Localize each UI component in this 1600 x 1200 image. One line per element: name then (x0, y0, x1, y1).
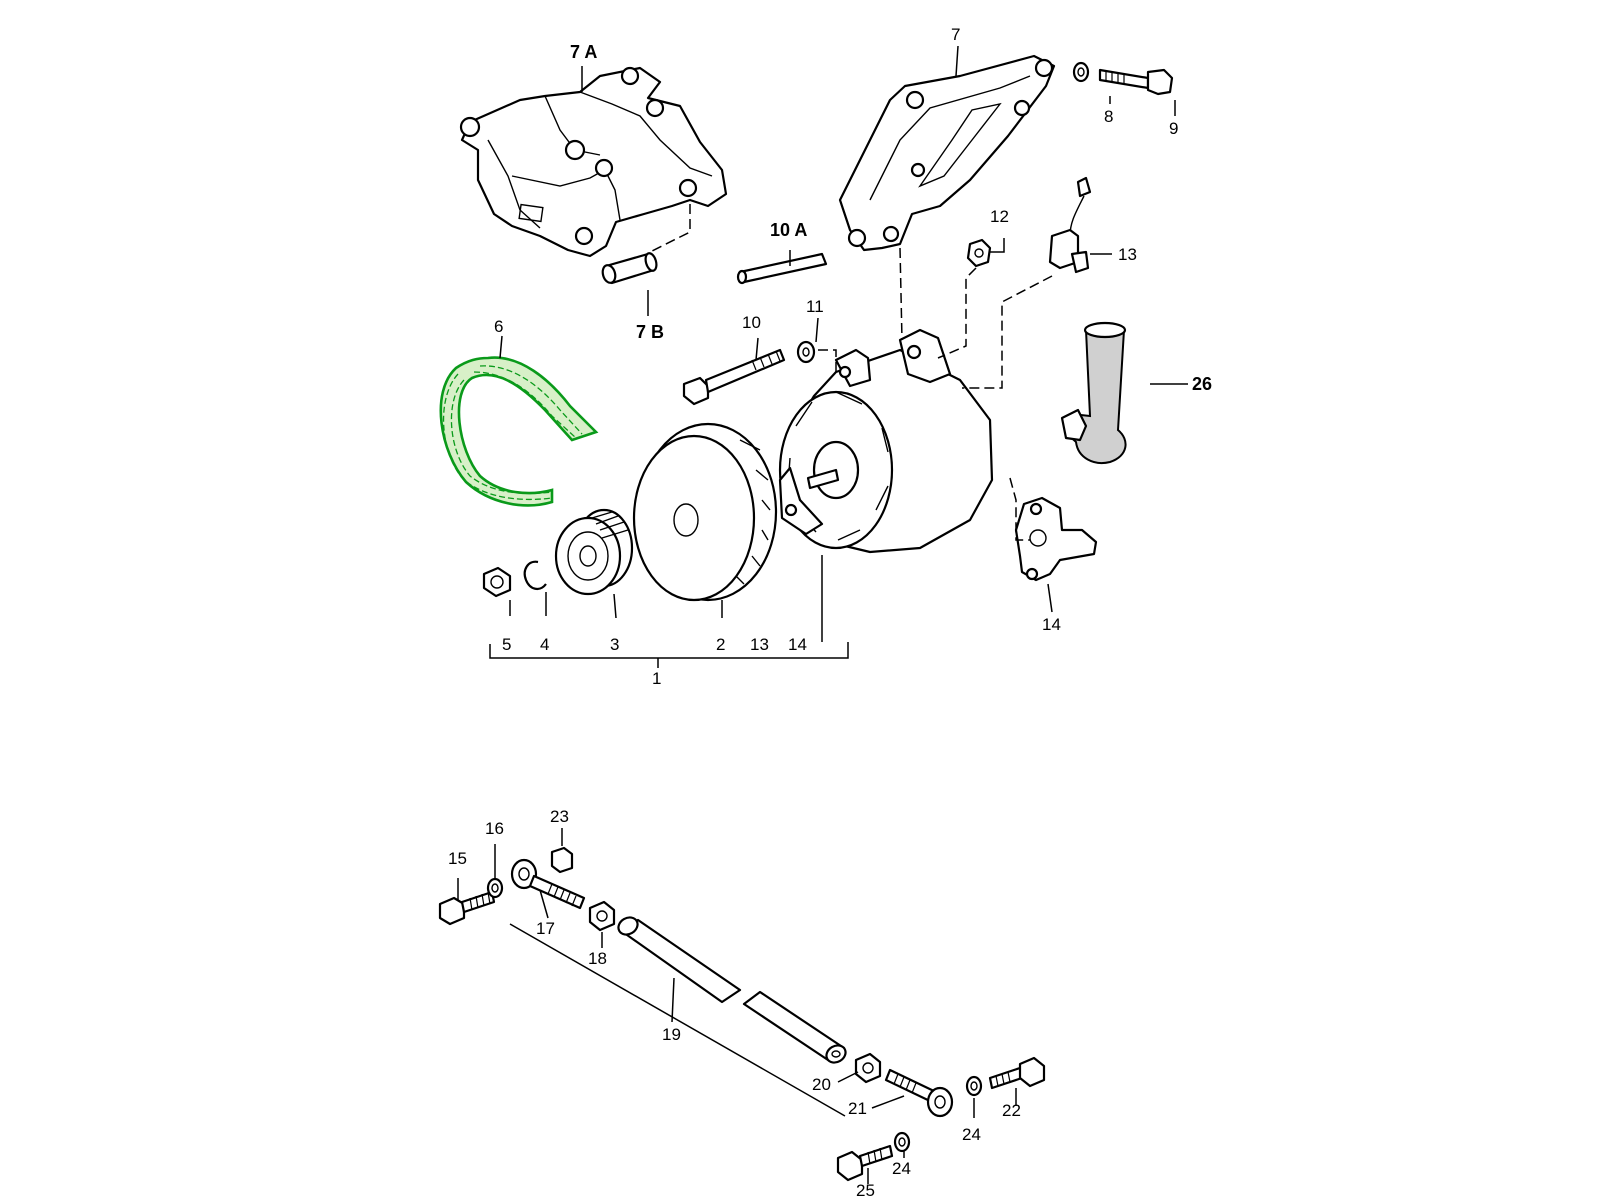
callout-labels: 7 A 7 8 9 10 A 12 13 7 B 6 10 11 26 5 4 … (448, 25, 1212, 1200)
callout-10: 10 (742, 313, 761, 332)
callout-7a: 7 A (570, 42, 597, 62)
part-25-bolt[interactable] (836, 1144, 894, 1182)
part-10a-pin[interactable] (736, 252, 828, 285)
callout-13-top: 13 (1118, 245, 1137, 264)
part-15-bolt[interactable] (438, 890, 496, 926)
part-10-bolt[interactable] (682, 348, 786, 406)
part-11-washer[interactable] (796, 340, 816, 364)
callout-5: 5 (502, 635, 511, 654)
callout-8: 8 (1104, 107, 1113, 126)
callout-26: 26 (1192, 374, 1212, 394)
part-12-nut[interactable] (966, 238, 992, 268)
callout-2: 2 (716, 635, 725, 654)
part-7b-bushing[interactable] (601, 252, 659, 285)
callout-3: 3 (610, 635, 619, 654)
part-26-protective-sleeve[interactable] (1060, 321, 1127, 464)
callout-11: 11 (806, 297, 824, 316)
part-17-eye-bolt[interactable] (510, 858, 586, 910)
part-7-tension-bracket[interactable] (838, 54, 1056, 252)
part-9-bolt[interactable] (1098, 68, 1174, 96)
part-22-bolt[interactable] (988, 1056, 1046, 1090)
part-2-fan[interactable] (632, 422, 778, 602)
callout-6: 6 (494, 317, 503, 336)
callout-4: 4 (540, 635, 549, 654)
part-18-nut[interactable] (588, 900, 616, 932)
part-19-tube[interactable] (615, 914, 848, 1066)
part-8-washer[interactable] (1072, 61, 1090, 83)
leader-lines (457, 45, 1188, 1184)
part-3-belt-pulley[interactable] (554, 508, 634, 596)
part-20-nut[interactable] (854, 1052, 882, 1084)
part-21-eye-bolt[interactable] (884, 1068, 954, 1118)
part-13-brush-holder[interactable] (1048, 176, 1092, 274)
callout-7: 7 (951, 25, 960, 44)
part-6-ribbed-belt[interactable] (439, 356, 599, 507)
callout-7b: 7 B (636, 322, 664, 342)
callout-19: 19 (662, 1025, 681, 1044)
callout-25: 25 (856, 1181, 875, 1200)
callout-14-bottom: 14 (788, 635, 807, 654)
callout-22: 22 (1002, 1101, 1021, 1120)
alternator-body[interactable] (778, 328, 994, 554)
callout-20: 20 (812, 1075, 831, 1094)
callout-12: 12 (990, 207, 1009, 226)
callout-24-upper: 24 (962, 1125, 981, 1144)
assembly-guide-lines-top (649, 204, 1053, 541)
part-16-washer[interactable] (486, 877, 504, 899)
callout-18: 18 (588, 949, 607, 968)
callout-9: 9 (1169, 119, 1178, 138)
callout-1: 1 (652, 669, 661, 688)
callout-21: 21 (848, 1099, 867, 1118)
part-14-voltage-regulator[interactable] (1014, 496, 1098, 582)
part-4-retaining-ring[interactable] (523, 560, 547, 590)
part-5-nut[interactable] (482, 566, 512, 598)
part-24-washer-upper[interactable] (965, 1075, 983, 1097)
part-24-washer-lower[interactable] (893, 1131, 911, 1153)
callout-10a: 10 A (770, 220, 807, 240)
callout-15: 15 (448, 849, 467, 868)
callout-24-lower: 24 (892, 1159, 911, 1178)
callout-17: 17 (536, 919, 555, 938)
callout-16: 16 (485, 819, 504, 838)
part-23-cap[interactable] (550, 846, 574, 874)
callout-13-bottom: 13 (750, 635, 769, 654)
callout-23: 23 (550, 807, 569, 826)
part-7a-mounting-bracket[interactable] (459, 66, 728, 258)
callout-14-regulator: 14 (1042, 615, 1061, 634)
